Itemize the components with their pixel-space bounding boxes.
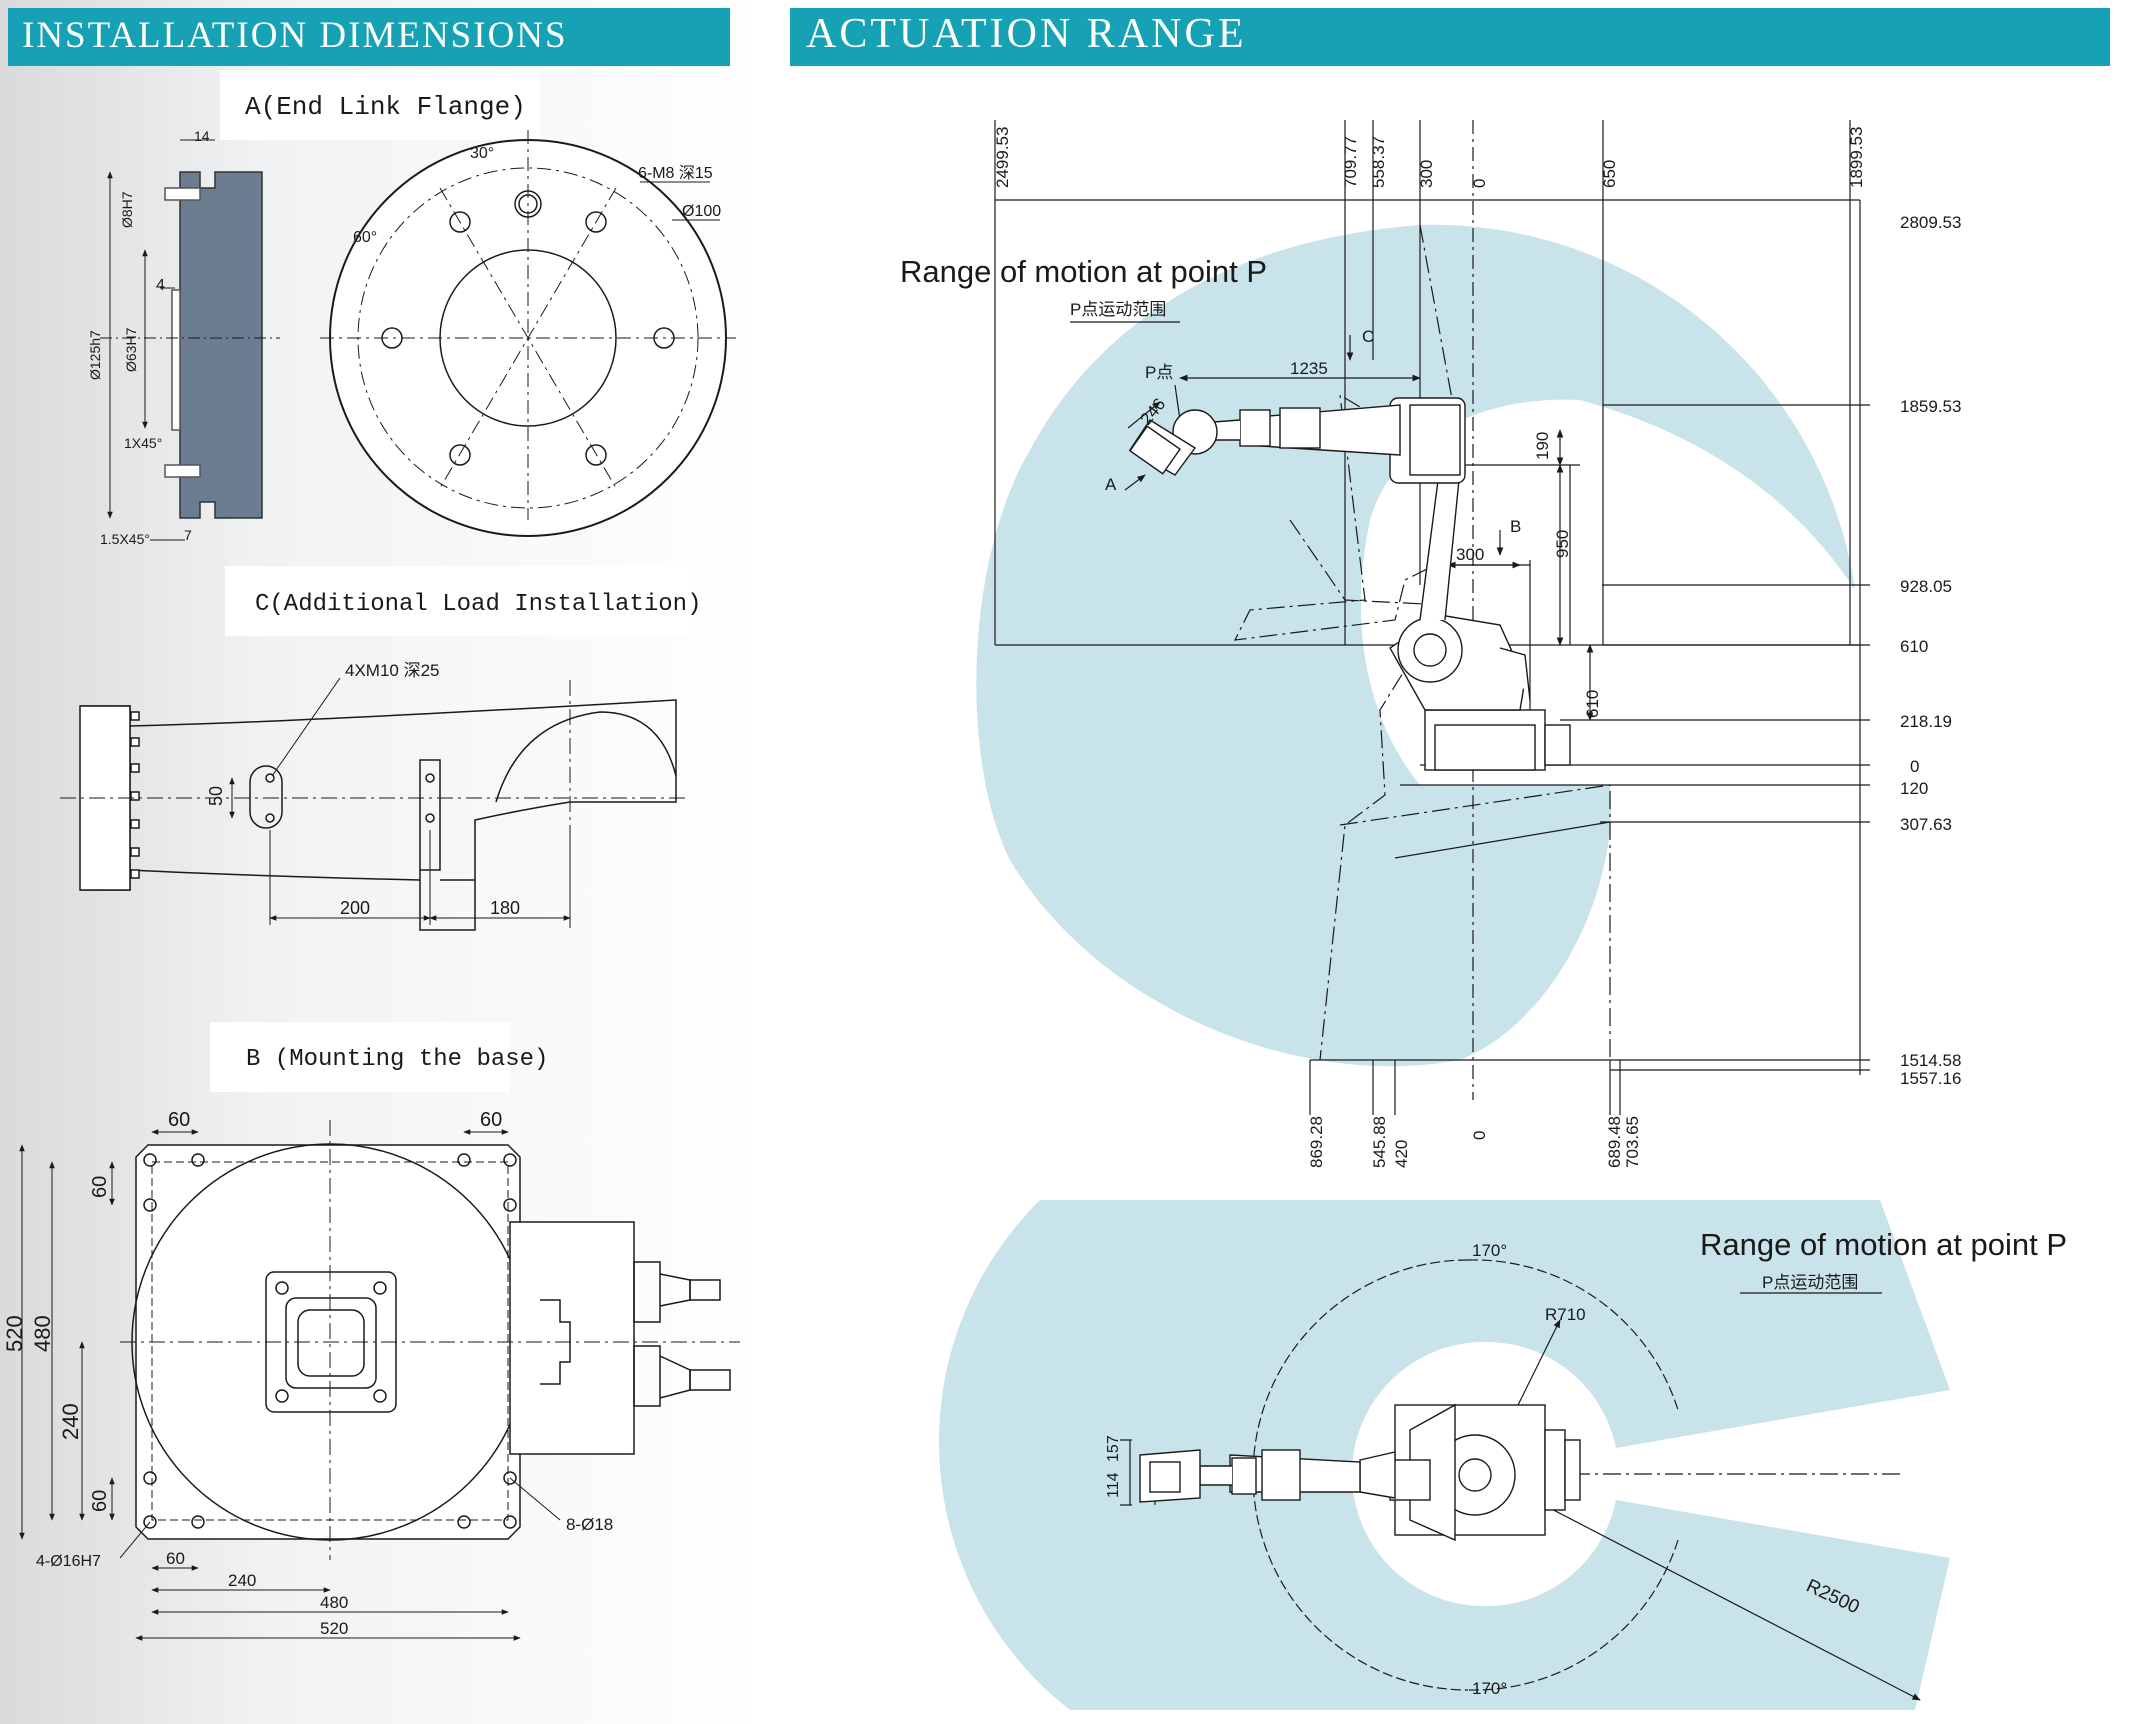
base-dim-480-bottom: 480: [320, 1593, 348, 1612]
side-label-a: A: [1105, 475, 1117, 494]
flange-dim-100: Ø100: [682, 203, 721, 220]
side-top-709: 709.77: [1341, 136, 1360, 188]
load-diagram: [60, 677, 690, 931]
side-top-300: 300: [1417, 160, 1436, 188]
side-right-2809: 2809.53: [1900, 213, 1961, 232]
flange-dim-63: Ø63H7: [123, 327, 139, 372]
base-title: B (Mounting the base): [246, 1046, 548, 1073]
flange-dim-1.5x45: 1.5X45°: [100, 531, 150, 547]
base-dim-top60-left: 60: [168, 1109, 190, 1131]
base-dim-top60-right: 60: [480, 1109, 502, 1131]
flange-dim-4: 4: [156, 277, 165, 294]
top-range-sub: P点运动范围: [1762, 1273, 1858, 1292]
base-dim-480-left: 480: [30, 1315, 55, 1352]
installation-header-bar: [8, 8, 730, 66]
flange-angle-60: 60°: [353, 229, 377, 246]
side-dim-950: 950: [1553, 530, 1572, 558]
flange-dim-1x45: 1X45°: [124, 435, 162, 451]
flange-diagram: [100, 70, 736, 541]
base-holes-18: 8-Ø18: [566, 1515, 613, 1534]
side-bottom-0: 0: [1470, 1131, 1489, 1140]
side-dim-1235: 1235: [1290, 359, 1328, 378]
flange-holes: 6-M8 深15: [638, 164, 713, 182]
side-view-drawing: [994, 120, 1870, 1115]
actuation-header: ACTUATION RANGE: [806, 11, 1246, 57]
flange-title: A(End Link Flange): [245, 92, 526, 122]
side-top-0: 0: [1470, 179, 1489, 188]
base-title-bg: [210, 1022, 510, 1092]
side-right-1514: 1514.58: [1900, 1051, 1961, 1070]
side-top-2499: 2499.53: [993, 127, 1012, 188]
base-dim-520-left: 520: [2, 1315, 27, 1352]
side-dim-190: 190: [1533, 432, 1552, 460]
base-dim-240-left: 240: [58, 1403, 83, 1440]
side-bottom-545: 545.88: [1370, 1116, 1389, 1168]
side-bottom-420: 420: [1392, 1140, 1411, 1168]
load-dim-labels: 4XM10 深25 50 200 180: [206, 661, 520, 918]
side-dim-300: 300: [1456, 545, 1484, 564]
side-right-928: 928.05: [1900, 577, 1952, 596]
side-label-c: C: [1362, 327, 1374, 346]
top-angle-170-bottom: 170°: [1472, 1679, 1507, 1698]
side-right-1859: 1859.53: [1900, 397, 1961, 416]
base-dim-240-bottom: 240: [228, 1571, 256, 1590]
base-diagram: [19, 1120, 740, 1641]
side-dim-610: 610: [1583, 690, 1602, 718]
side-top-650: 650: [1600, 160, 1619, 188]
actuation-header-bar: [790, 8, 2110, 66]
top-robot: [1139, 1403, 1581, 1542]
flange-dim-14: 14: [194, 128, 210, 144]
side-label-b: B: [1510, 517, 1521, 536]
load-title-bg: [225, 566, 695, 636]
base-dim-60-upper: 60: [89, 1176, 111, 1198]
side-range-sub: P点运动范围: [1070, 300, 1166, 319]
base-dim-60-lower: 60: [89, 1490, 111, 1512]
load-thread: 4XM10 深25: [345, 661, 440, 680]
side-bottom-703: 703.65: [1623, 1116, 1642, 1168]
flange-dim-7: 7: [184, 527, 192, 543]
top-range-title: Range of motion at point P: [1700, 1227, 2067, 1262]
flange-angle-30: 30°: [470, 145, 494, 162]
base-dim-labels: 60 60 520 480 60 240 60 8-Ø18 4-Ø16H7 60…: [2, 1109, 613, 1638]
flange-dim-8h7: Ø8H7: [119, 191, 135, 228]
side-right-0: 0: [1910, 757, 1919, 776]
top-r710: R710: [1545, 1305, 1586, 1324]
side-bottom-869: 869.28: [1307, 1116, 1326, 1168]
load-dim-200: 200: [340, 898, 370, 918]
side-robot: [1128, 397, 1571, 771]
base-dim-520-bottom: 520: [320, 1619, 348, 1638]
side-dim-labels: Range of motion at point P P点运动范围 P点 249…: [900, 127, 1961, 1168]
side-right-120: 120: [1900, 779, 1928, 798]
top-range-shape: [939, 1200, 1950, 1710]
side-top-1899: 1899.53: [1847, 127, 1866, 188]
flange-dim-125: Ø125h7: [87, 330, 103, 380]
top-dim-114: 114: [1105, 1472, 1122, 1498]
base-holes-16: 4-Ø16H7: [36, 1553, 101, 1570]
load-dim-50: 50: [206, 786, 226, 806]
load-dim-180: 180: [490, 898, 520, 918]
top-angle-170-top: 170°: [1472, 1241, 1507, 1260]
top-dim-157: 157: [1105, 1435, 1122, 1462]
side-right-218: 218.19: [1900, 712, 1952, 731]
side-range-title: Range of motion at point P: [900, 254, 1267, 289]
side-bottom-689: 689.48: [1605, 1116, 1624, 1168]
side-top-558: 558.37: [1369, 136, 1388, 188]
installation-header: INSTALLATION DIMENSIONS: [22, 15, 568, 56]
side-right-307: 307.63: [1900, 815, 1952, 834]
side-p-label: P点: [1145, 363, 1173, 382]
base-dim-60-bottom: 60: [166, 1549, 185, 1568]
side-right-1557: 1557.16: [1900, 1069, 1961, 1088]
load-title: C(Additional Load Installation): [255, 591, 701, 618]
flange-dim-labels: 14 Ø8H7 4 Ø125h7 Ø63H7 1X45° 1.5X45° 7 3…: [87, 128, 721, 547]
side-right-610: 610: [1900, 637, 1928, 656]
